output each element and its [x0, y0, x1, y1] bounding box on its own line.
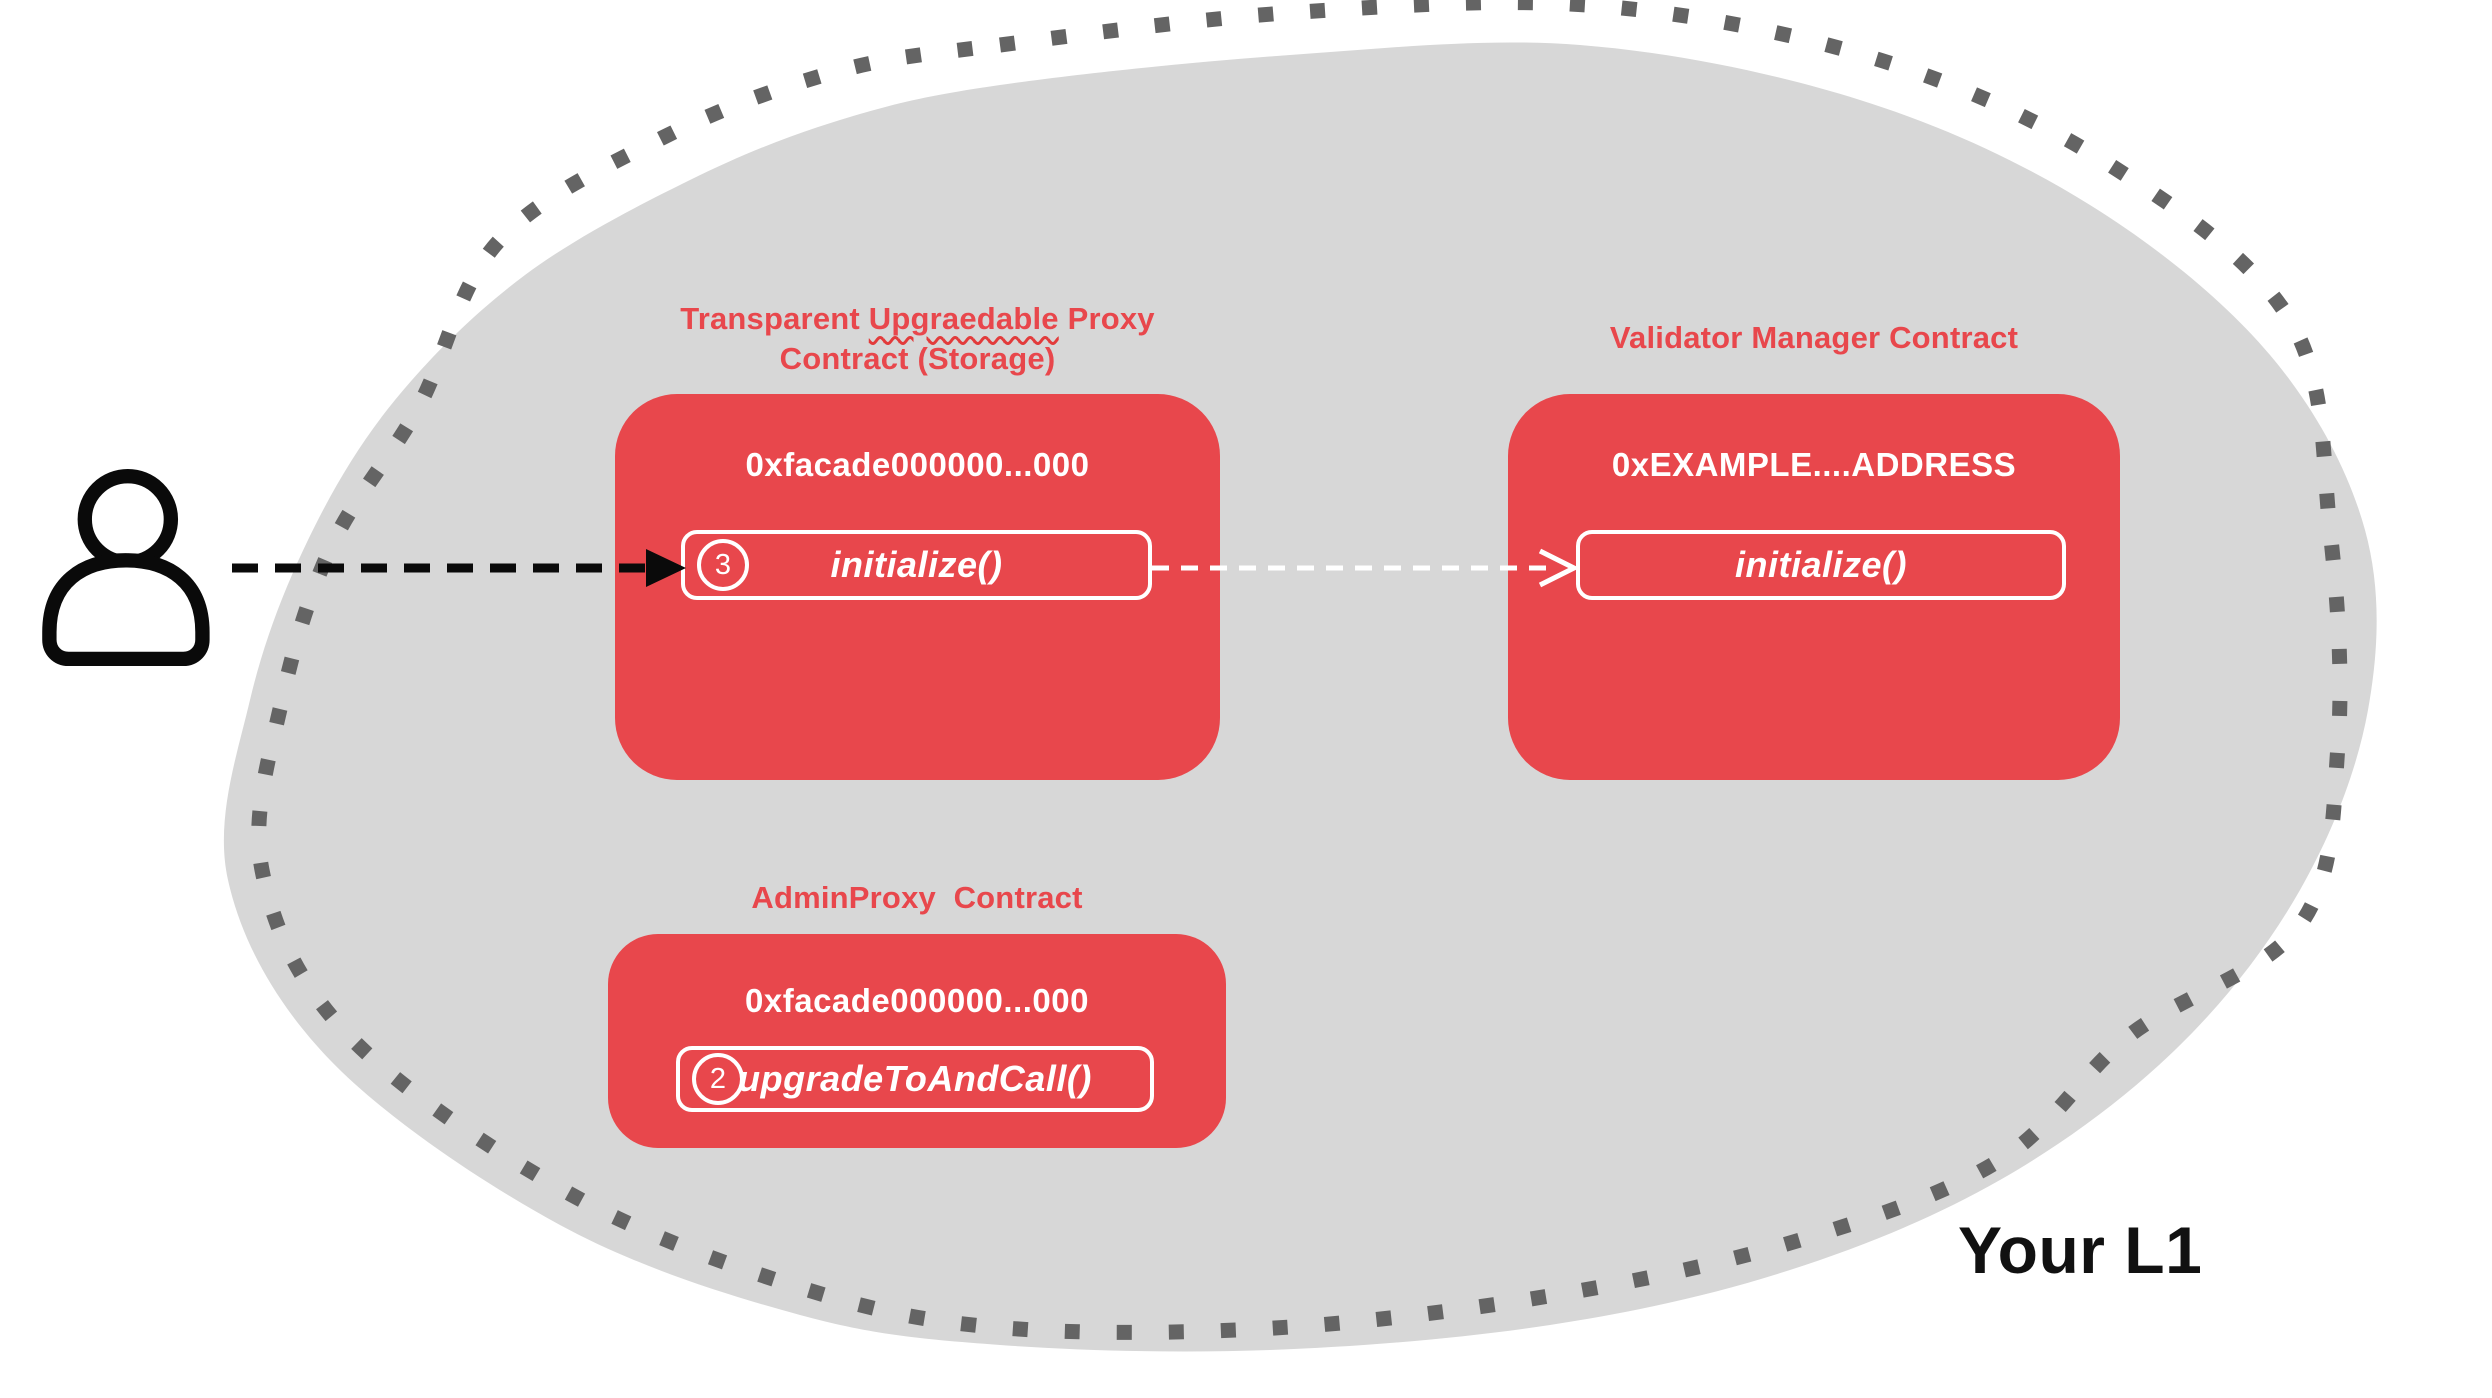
proxy-title-word3: Proxy [1067, 301, 1155, 336]
user-body [42, 553, 210, 667]
validator-contract-box: 0xEXAMPLE....ADDRESS initialize() [1508, 394, 2120, 780]
validator-contract-address: 0xEXAMPLE....ADDRESS [1611, 446, 2017, 483]
admin-contract-box: 0xfacade000000...000 2 upgradeToAndCall(… [608, 934, 1226, 1148]
admin-upgrade-method-pill: 2 upgradeToAndCall() [676, 1046, 1154, 1112]
proxy-contract-address: 0xfacade000000...000 [745, 446, 1090, 483]
user-icon [36, 466, 212, 670]
step-3-badge: 3 [697, 539, 749, 591]
l1-dotted-border [251, 0, 2348, 1340]
proxy-title-word1: Transparent [680, 301, 860, 336]
admin-contract-title: AdminProxy Contract [751, 880, 1083, 915]
proxy-title-line2: Contract (Storage) [779, 341, 1056, 376]
admin-contract-address: 0xfacade000000...000 [745, 982, 1089, 1019]
proxy-title-misspelled-word: Upgraedable [868, 301, 1059, 336]
validator-initialize-method-pill: initialize() [1576, 530, 2066, 600]
validator-contract-title: Validator Manager Contract [1609, 320, 2019, 355]
admin-upgrade-label: upgradeToAndCall() [738, 1058, 1092, 1099]
proxy-contract-box: 0xfacade000000...000 3 initialize() [615, 394, 1220, 780]
user-head [77, 469, 179, 570]
validator-initialize-label: initialize() [1734, 544, 1907, 585]
l1-region-label: Your L1 [1958, 1213, 2203, 1287]
proxy-contract-title: Transparent Upgraedable Proxy Contract (… [615, 299, 1220, 379]
step-2-badge: 2 [692, 1053, 744, 1105]
proxy-initialize-label: initialize() [830, 544, 1003, 585]
proxy-initialize-method-pill: 3 initialize() [681, 530, 1152, 600]
